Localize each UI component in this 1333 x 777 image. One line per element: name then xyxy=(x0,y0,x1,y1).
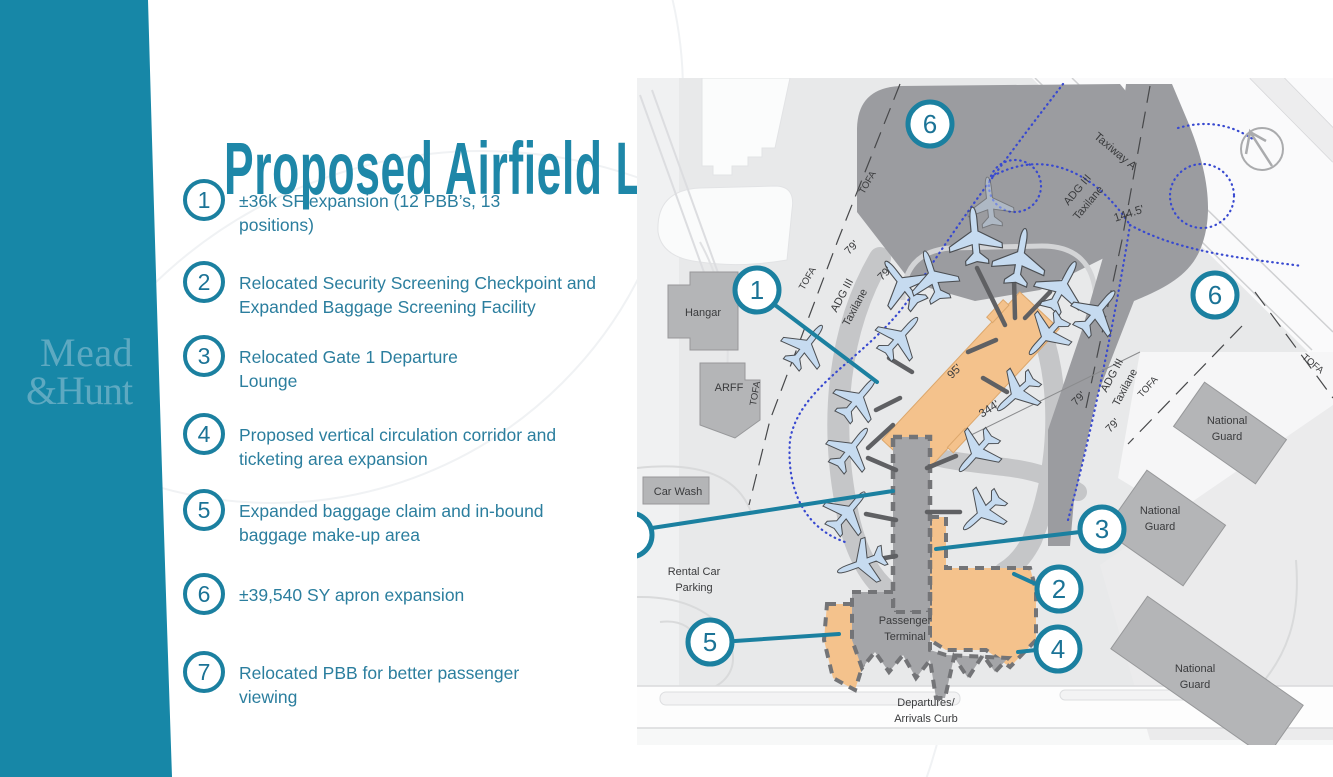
item-1-line1: ±36k SF expansion (12 PBB’s, 13 xyxy=(239,191,501,211)
jet-bridges xyxy=(863,265,1053,563)
terminal-complex xyxy=(821,291,1061,700)
svg-text:Guard: Guard xyxy=(1212,431,1243,443)
item-7-badge: 7 xyxy=(183,651,225,693)
map-callout-5: 5 xyxy=(685,617,735,667)
svg-text:1: 1 xyxy=(750,275,764,305)
national-guard-south xyxy=(1110,595,1304,759)
curb-label: Departures/ xyxy=(897,697,955,709)
item-5-line1: Expanded baggage claim and in-bound xyxy=(239,501,544,521)
svg-text:3: 3 xyxy=(1095,514,1109,544)
item-4-line1: Proposed vertical circulation corridor a… xyxy=(239,425,557,445)
passenger-terminal-label: Passenger xyxy=(879,615,932,627)
item-2-line2: Expanded Baggage Screening Facility xyxy=(239,297,536,317)
svg-text:Parking: Parking xyxy=(675,582,712,594)
map-callout-4: 4 xyxy=(1033,624,1083,674)
arff-building xyxy=(699,362,761,439)
item-3-badge: 3 xyxy=(183,335,225,377)
logo-line2: &Hunt xyxy=(26,368,133,413)
svg-text:2: 2 xyxy=(1052,574,1066,604)
item-2-badge: 2 xyxy=(183,261,225,303)
legend-item-6: 6 ±39,540 SY apron expansion xyxy=(183,573,653,633)
airfield-map: Hangar ARFF Car Wash Rental Car Parking … xyxy=(605,77,1333,759)
svg-text:Arrivals Curb: Arrivals Curb xyxy=(894,713,958,725)
item-4-line2: ticketing area expansion xyxy=(239,449,428,469)
svg-text:Terminal: Terminal xyxy=(884,631,926,643)
item-6-line1: ±39,540 SY apron expansion xyxy=(239,585,465,605)
hangar-building xyxy=(667,271,739,351)
map-callout-2: 2 xyxy=(1034,564,1084,614)
hangar-label: Hangar xyxy=(685,307,721,319)
car-wash-label: Car Wash xyxy=(654,486,703,498)
item-1-text: ±36k SF expansion (12 PBB’s, 13 position… xyxy=(239,189,500,237)
item-1-line2: positions) xyxy=(239,215,314,235)
tofa-label: TOFA xyxy=(748,380,763,407)
north-arrow-icon xyxy=(1240,127,1284,171)
east-taxilane-strip xyxy=(1048,84,1209,546)
svg-text:6: 6 xyxy=(1208,280,1222,310)
map-callout-6a: 6 xyxy=(905,99,955,149)
item-3-line1: Relocated Gate 1 Departure xyxy=(239,347,458,367)
national-guard-south-label: National xyxy=(1175,663,1215,675)
map-callout-6b: 6 xyxy=(1190,270,1240,320)
item-7-line1: Relocated PBB for better passenger xyxy=(239,663,520,683)
legend-item-7: 7 Relocated PBB for better passenger vie… xyxy=(183,651,653,711)
arff-label: ARFF xyxy=(715,382,744,394)
item-3-line2: Lounge xyxy=(239,371,298,391)
legend-item-1: 1 ±36k SF expansion (12 PBB’s, 13 positi… xyxy=(183,179,653,239)
logo-line1: Mead xyxy=(40,330,134,375)
tofa-lines xyxy=(748,83,1333,506)
svg-text:4: 4 xyxy=(1051,634,1065,664)
item-6-badge: 6 xyxy=(183,573,225,615)
ticketing-expansion xyxy=(928,515,1038,670)
sidebar-band xyxy=(0,0,172,777)
svg-text:5: 5 xyxy=(703,627,717,657)
item-1-badge: 1 xyxy=(183,179,225,221)
national-guard-north xyxy=(1172,381,1288,485)
legend-item-5: 5 Expanded baggage claim and in-bound ba… xyxy=(183,489,653,549)
existing-pier xyxy=(890,434,933,616)
svg-text:Guard: Guard xyxy=(1145,521,1176,533)
rental-car-label: Rental Car xyxy=(668,566,721,578)
item-6-text: ±39,540 SY apron expansion xyxy=(239,583,464,607)
item-5-text: Expanded baggage claim and in-bound bagg… xyxy=(239,499,544,547)
item-4-badge: 4 xyxy=(183,413,225,455)
national-guard-north-label: National xyxy=(1207,415,1247,427)
item-5-line2: baggage make-up area xyxy=(239,525,420,545)
svg-text:6: 6 xyxy=(923,109,937,139)
buildings xyxy=(642,271,1304,759)
legend-item-2: 2 Relocated Security Screening Checkpoin… xyxy=(183,261,653,321)
map-callout-3: 3 xyxy=(1077,504,1127,554)
item-5-badge: 5 xyxy=(183,489,225,531)
legend-item-3: 3 Relocated Gate 1 Departure Lounge xyxy=(183,335,653,395)
item-4-text: Proposed vertical circulation corridor a… xyxy=(239,423,556,471)
callout-leader-lines xyxy=(650,303,1082,654)
item-7-text: Relocated PBB for better passenger viewi… xyxy=(239,661,519,709)
item-3-text: Relocated Gate 1 Departure Lounge xyxy=(239,345,458,393)
legend-item-4: 4 Proposed vertical circulation corridor… xyxy=(183,413,653,473)
map-callout-1: 1 xyxy=(732,265,782,315)
company-logo: Mead &Hunt xyxy=(26,330,156,413)
national-guard-middle xyxy=(1103,469,1227,587)
item-7-line2: viewing xyxy=(239,687,298,707)
item-2-text: Relocated Security Screening Checkpoint … xyxy=(239,271,596,319)
item-2-line1: Relocated Security Screening Checkpoint … xyxy=(239,273,597,293)
airfield-map-svg: Hangar ARFF Car Wash Rental Car Parking … xyxy=(605,77,1333,759)
svg-text:Guard: Guard xyxy=(1180,679,1211,691)
passenger-terminal-footprint xyxy=(850,590,1013,700)
car-wash-building xyxy=(642,476,710,505)
national-guard-middle-label: National xyxy=(1140,505,1180,517)
